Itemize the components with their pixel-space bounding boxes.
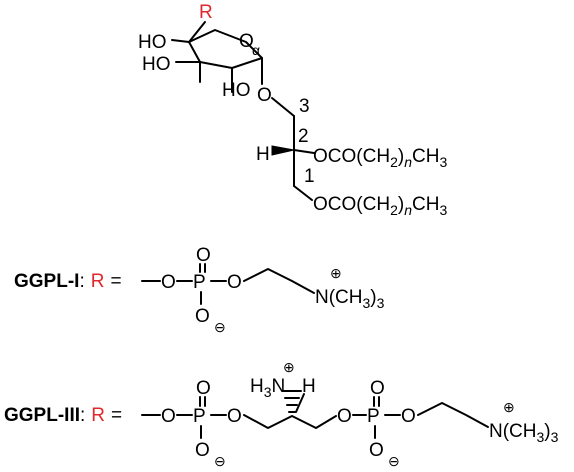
- ggpl-1-phosphorus: P: [193, 272, 206, 293]
- bond-c4: [171, 39, 190, 43]
- hydroxyl-1: HO: [138, 32, 167, 53]
- ggpl-3-o2-top: O: [370, 378, 385, 399]
- ggpl-3-o2-bottom: O: [369, 440, 384, 461]
- ggpl-3-label: GGPL-III:R=: [4, 405, 122, 426]
- glycolipid-structure: R O α HO HO HO O 3 2 1 H OCO(CH2)nCH3 OC…: [138, 2, 447, 218]
- ggpl-3-o1-bottom: O: [195, 440, 210, 461]
- alpha-label: α: [252, 42, 260, 58]
- ggpl-3-h: H: [302, 376, 316, 397]
- ggpl-3-structure: GGPL-III:R= O P O O ⊖ O ⊕ H3N H O P O O …: [4, 359, 559, 469]
- ggpl-3-o1: O: [161, 406, 176, 427]
- bond-c2-o: [293, 149, 315, 154]
- ggpl-1-o-right: O: [227, 272, 242, 293]
- position-3: 3: [299, 96, 310, 117]
- ggpl-1-ethylene: [243, 268, 315, 294]
- ggpl-3-phosphorus-2: P: [367, 406, 380, 427]
- bond-c1-o: [293, 185, 313, 201]
- ggpl-3-o1-top: O: [196, 378, 211, 399]
- ggpl-3-minus-2: ⊖: [388, 453, 400, 469]
- ggpl-1-trimethylammonium: N(CH3)3: [315, 287, 385, 311]
- ggpl-3-plus-1: ⊕: [283, 359, 295, 375]
- ggpl-3-ethylene: [417, 402, 489, 428]
- stereo-h: H: [256, 144, 270, 165]
- ggpl-3-o4: O: [401, 406, 416, 427]
- bond-r: [188, 21, 206, 43]
- ggpl-3-plus-2: ⊕: [503, 399, 515, 415]
- wedge-h: [271, 145, 295, 156]
- ggpl-1-plus: ⊕: [330, 265, 342, 281]
- ggpl-3-o3: O: [337, 406, 352, 427]
- bond-c-h: [295, 393, 305, 413]
- hydroxyl-2: HO: [142, 54, 171, 75]
- ggpl-1-o-left: O: [161, 272, 176, 293]
- ggpl-3-o2: O: [227, 406, 242, 427]
- ggpl-1-label: GGPL-I:R=: [14, 271, 122, 292]
- ggpl-1-structure: GGPL-I:R= O P O O ⊖ O ⊕ N(CH3)3: [14, 245, 385, 335]
- r-group-label: R: [199, 2, 213, 23]
- ggpl-1-minus: ⊖: [214, 319, 226, 335]
- ggpl-1-o-top: O: [196, 245, 211, 266]
- hydroxyl-3: HO: [222, 80, 251, 101]
- acyl-chain-1: OCO(CH2)nCH3: [313, 146, 447, 170]
- ggpl-3-ammonium: H3N: [250, 376, 285, 400]
- position-1: 1: [304, 166, 315, 187]
- bond-o-c3: [271, 97, 295, 117]
- ggpl-3-minus-1: ⊖: [214, 453, 226, 469]
- ggpl-3-phosphorus-1: P: [193, 406, 206, 427]
- position-2: 2: [298, 126, 309, 147]
- acyl-chain-2: OCO(CH2)nCH3: [313, 194, 447, 218]
- glycosidic-oxygen: O: [257, 85, 272, 106]
- ggpl-3-glycerol-backbone: [243, 414, 337, 429]
- ggpl-1-o-bottom: O: [195, 306, 210, 327]
- ggpl-3-trimethylammonium: N(CH3)3: [489, 421, 559, 445]
- ring-oxygen: O: [239, 31, 254, 52]
